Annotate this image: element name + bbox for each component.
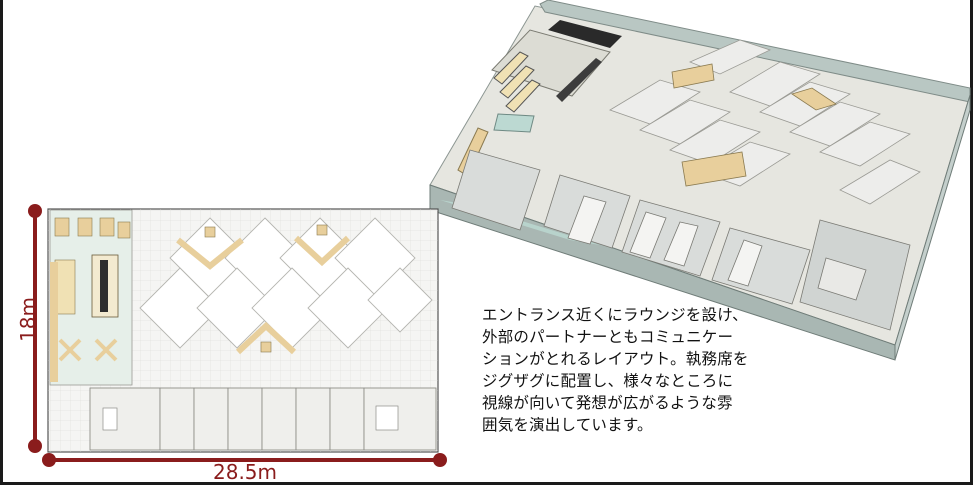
description-line: ジグザグに配置し、様々なところに xyxy=(482,372,734,390)
width-label: 28.5m xyxy=(213,460,278,484)
description-line: 視線が向いて発想が広がるような雰 xyxy=(482,394,733,412)
height-label: 18m xyxy=(16,297,40,342)
frame-right-edge xyxy=(970,0,973,485)
description-line: ションがとれるレイアウト。執務席を xyxy=(482,350,749,368)
description-line: 外部のパートナーともコミュニケー xyxy=(482,328,734,346)
width-right-dot xyxy=(433,453,447,467)
frame-bottom-edge xyxy=(0,482,973,485)
plan-wood-chevrons xyxy=(176,235,351,355)
plan-lounge-chairs xyxy=(58,338,118,362)
plan-desk-diamonds xyxy=(139,217,433,349)
iso-meeting-rooms xyxy=(451,149,911,331)
iso-wood-units xyxy=(671,63,837,187)
width-left-dot xyxy=(42,453,56,467)
plan-lounge-wood-strip xyxy=(50,262,58,382)
iso-right-wall xyxy=(894,94,971,361)
height-bottom-dot xyxy=(28,439,42,453)
height-top-dot xyxy=(28,204,42,218)
description-line: エントランス近くにラウンジを設け、 xyxy=(482,306,748,324)
layout-description: エントランス近くにラウンジを設け、 外部のパートナーともコミュニケー ションがと… xyxy=(482,304,827,436)
description-line: 囲気を演出しています。 xyxy=(482,416,653,434)
frame-left-edge xyxy=(0,0,3,485)
